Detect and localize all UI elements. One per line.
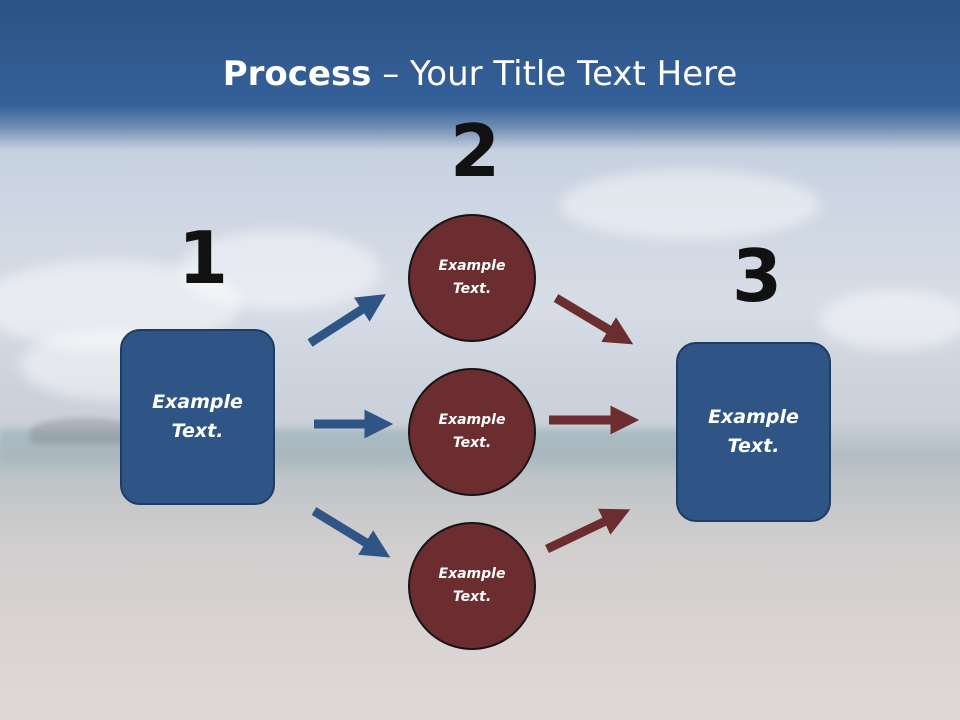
- title-banner: [0, 0, 960, 150]
- middle-circle-bottom-line1: Example: [438, 566, 506, 582]
- background-cloud: [180, 230, 380, 310]
- arrow-start-to-top: [307, 294, 386, 347]
- end-box-line2: Text.: [727, 435, 780, 457]
- start-box-line2: Text.: [171, 420, 224, 442]
- title-bold-part: Process: [222, 54, 372, 94]
- end-box-line1: Example: [708, 406, 799, 428]
- step-number-3: 3: [732, 234, 783, 318]
- middle-circle-center: Example Text.: [408, 368, 536, 496]
- middle-circle-top-line1: Example: [438, 258, 506, 274]
- background-cloud: [820, 290, 960, 350]
- step-number-2: 2: [450, 109, 501, 193]
- middle-circle-bottom: Example Text.: [408, 522, 536, 650]
- background-sea: [0, 430, 700, 470]
- slide-title: Process – Your Title Text Here: [0, 52, 960, 96]
- arrow-start-to-bottom: [311, 507, 391, 558]
- middle-circle-top: Example Text.: [408, 214, 536, 342]
- end-box: Example Text.: [676, 342, 831, 522]
- start-box: Example Text.: [120, 329, 275, 505]
- start-box-line1: Example: [152, 391, 243, 413]
- arrow-bottom-to-end: [545, 508, 631, 554]
- arrow-top-to-end: [553, 294, 634, 345]
- middle-circle-top-line2: Text.: [452, 281, 492, 297]
- middle-circle-center-line2: Text.: [452, 435, 492, 451]
- middle-circle-bottom-line2: Text.: [452, 589, 492, 605]
- middle-circle-center-line1: Example: [438, 412, 506, 428]
- step-number-1: 1: [178, 216, 229, 300]
- background-cloud: [560, 170, 820, 240]
- title-rest-part: – Your Title Text Here: [371, 54, 738, 94]
